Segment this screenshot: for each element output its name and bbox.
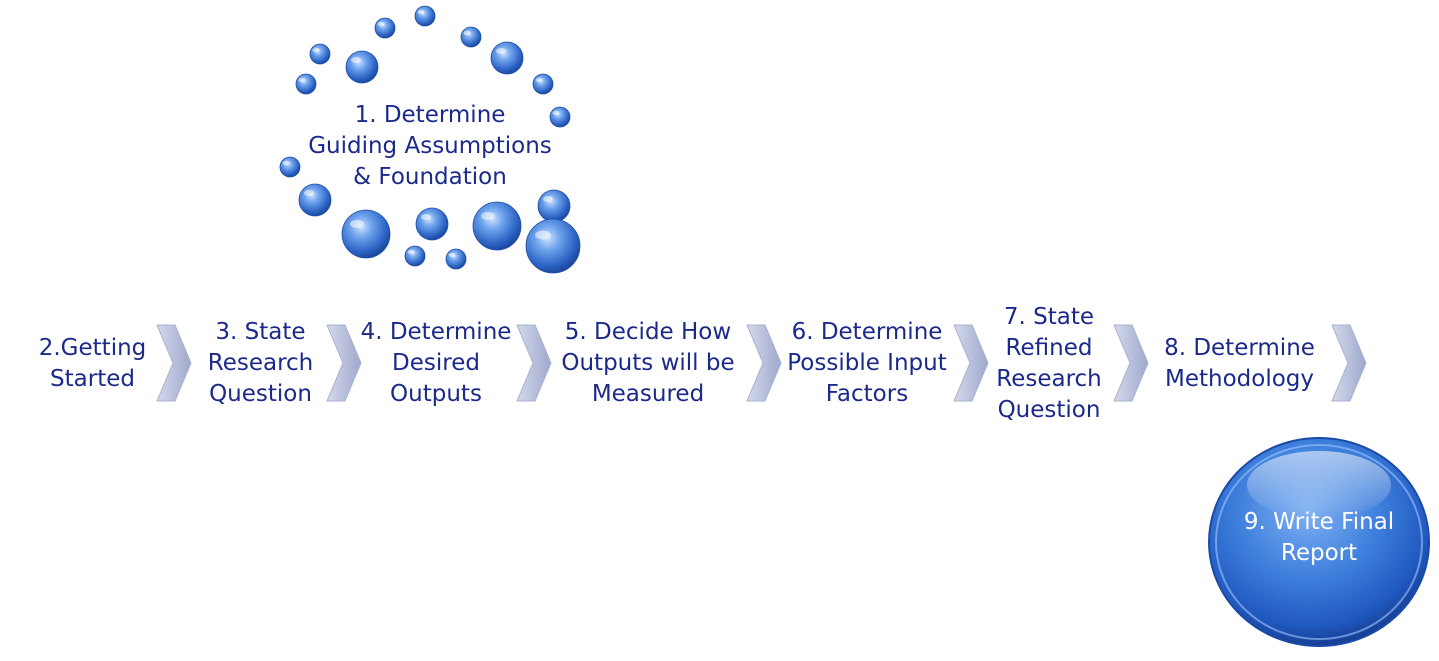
step-5-line: Outputs will be [561, 350, 735, 376]
bubble [490, 41, 524, 75]
step-7-line: Research [996, 366, 1102, 392]
step-8-line: Methodology [1164, 366, 1314, 392]
step-3-line: Question [209, 381, 312, 407]
step-6-line: Factors [825, 381, 909, 407]
step-6-line: 6. Determine [791, 319, 943, 345]
chevron-right-icon [516, 324, 552, 402]
bubble [414, 5, 436, 27]
step-2-line: Started [50, 366, 135, 392]
step-5-line: Measured [591, 381, 705, 407]
step-3-line: Research [207, 350, 314, 376]
step-8-label: 8. Determine Methodology [1152, 333, 1327, 395]
step-6-line: Possible Input [787, 350, 947, 376]
step-1-line: 1. Determine [354, 102, 506, 128]
bubble [460, 26, 482, 48]
step-9-line: 9. Write Final [1243, 509, 1395, 535]
chevron-right-icon [953, 324, 989, 402]
step-7-line: 7. State [1003, 304, 1095, 330]
step-1-line: & Foundation [353, 164, 507, 190]
step-3-line: 3. State [215, 319, 306, 345]
bubble [295, 73, 317, 95]
bubble-ring [270, 0, 590, 290]
bubble [341, 209, 391, 259]
step-9-line: Report [1280, 540, 1358, 566]
bubble [404, 245, 426, 267]
bubble-ring-graphic [279, 5, 581, 274]
step-7-line: Question [997, 397, 1101, 423]
bubble [472, 201, 522, 251]
bubble [445, 248, 467, 270]
step-3-label: 3. State Research Question [198, 317, 323, 410]
chevron-right-icon [1113, 324, 1149, 402]
step-7-label: 7. State Refined Research Question [988, 302, 1110, 426]
step-9-sphere [1208, 437, 1430, 647]
chevron-right-icon [1331, 324, 1367, 402]
step-7-line: Refined [1005, 335, 1093, 361]
step-9-node: 9. Write Final Report [1205, 435, 1433, 650]
step-1-line: Guiding Assumptions [308, 133, 552, 159]
bubble [525, 218, 581, 274]
step-4-line: Desired [392, 350, 480, 376]
bubble [537, 189, 571, 223]
bubble [532, 73, 554, 95]
bubble [309, 43, 331, 65]
chevron-right-icon [326, 324, 362, 402]
step-8-line: 8. Determine [1164, 335, 1315, 361]
step-2-label: 2.Getting Started [30, 333, 155, 395]
bubble [345, 50, 379, 84]
step-5-line: 5. Decide How [564, 319, 732, 345]
chevron-right-icon [156, 324, 192, 402]
step-5-label: 5. Decide How Outputs will be Measured [552, 317, 744, 410]
step-9-label: 9. Write Final Report [1205, 507, 1433, 569]
step-1-label: 1. Determine Guiding Assumptions & Found… [285, 100, 575, 193]
step-4-label: 4. Determine Desired Outputs [356, 317, 516, 410]
step-4-line: Outputs [390, 381, 482, 407]
bubble [415, 207, 449, 241]
chevron-right-icon [746, 324, 782, 402]
bubble [374, 17, 396, 39]
step-2-line: 2.Getting [38, 335, 147, 361]
step-6-label: 6. Determine Possible Input Factors [782, 317, 952, 410]
step-4-line: 4. Determine [360, 319, 512, 345]
